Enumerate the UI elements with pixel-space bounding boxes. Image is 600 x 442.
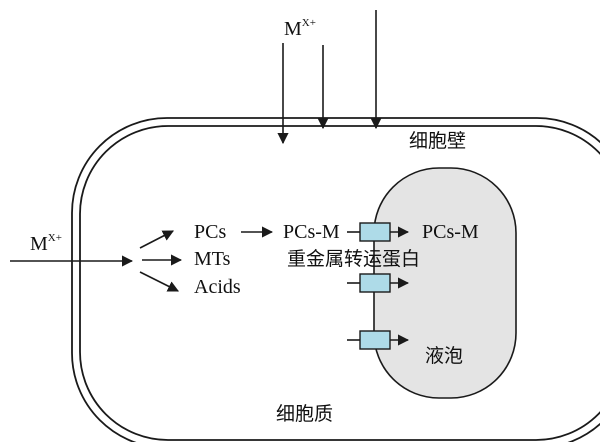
transporter-1 bbox=[359, 222, 391, 242]
vacuole-label: 液泡 bbox=[425, 345, 463, 367]
cell-wall-outer bbox=[71, 117, 600, 442]
transporter-label: 重金属转运蛋白 bbox=[287, 248, 420, 270]
chelator-mts: MTs bbox=[194, 248, 231, 270]
chelator-pcs: PCs bbox=[194, 221, 226, 243]
cytoplasm-label: 细胞质 bbox=[276, 403, 333, 425]
cell-membrane bbox=[79, 125, 600, 441]
vacuole-complex-label: PCs-M bbox=[422, 221, 479, 243]
transporter-2 bbox=[359, 273, 391, 293]
ion-left-label: MX+ bbox=[30, 232, 62, 255]
cell-wall-label: 细胞壁 bbox=[409, 130, 466, 152]
chelator-acids: Acids bbox=[194, 276, 241, 298]
transporter-3 bbox=[359, 330, 391, 350]
branch-arrow-acids bbox=[139, 271, 180, 292]
complex-label: PCs-M bbox=[283, 221, 340, 243]
ion-top-label: MX+ bbox=[284, 17, 316, 40]
branch-arrow-pcs bbox=[139, 230, 174, 249]
